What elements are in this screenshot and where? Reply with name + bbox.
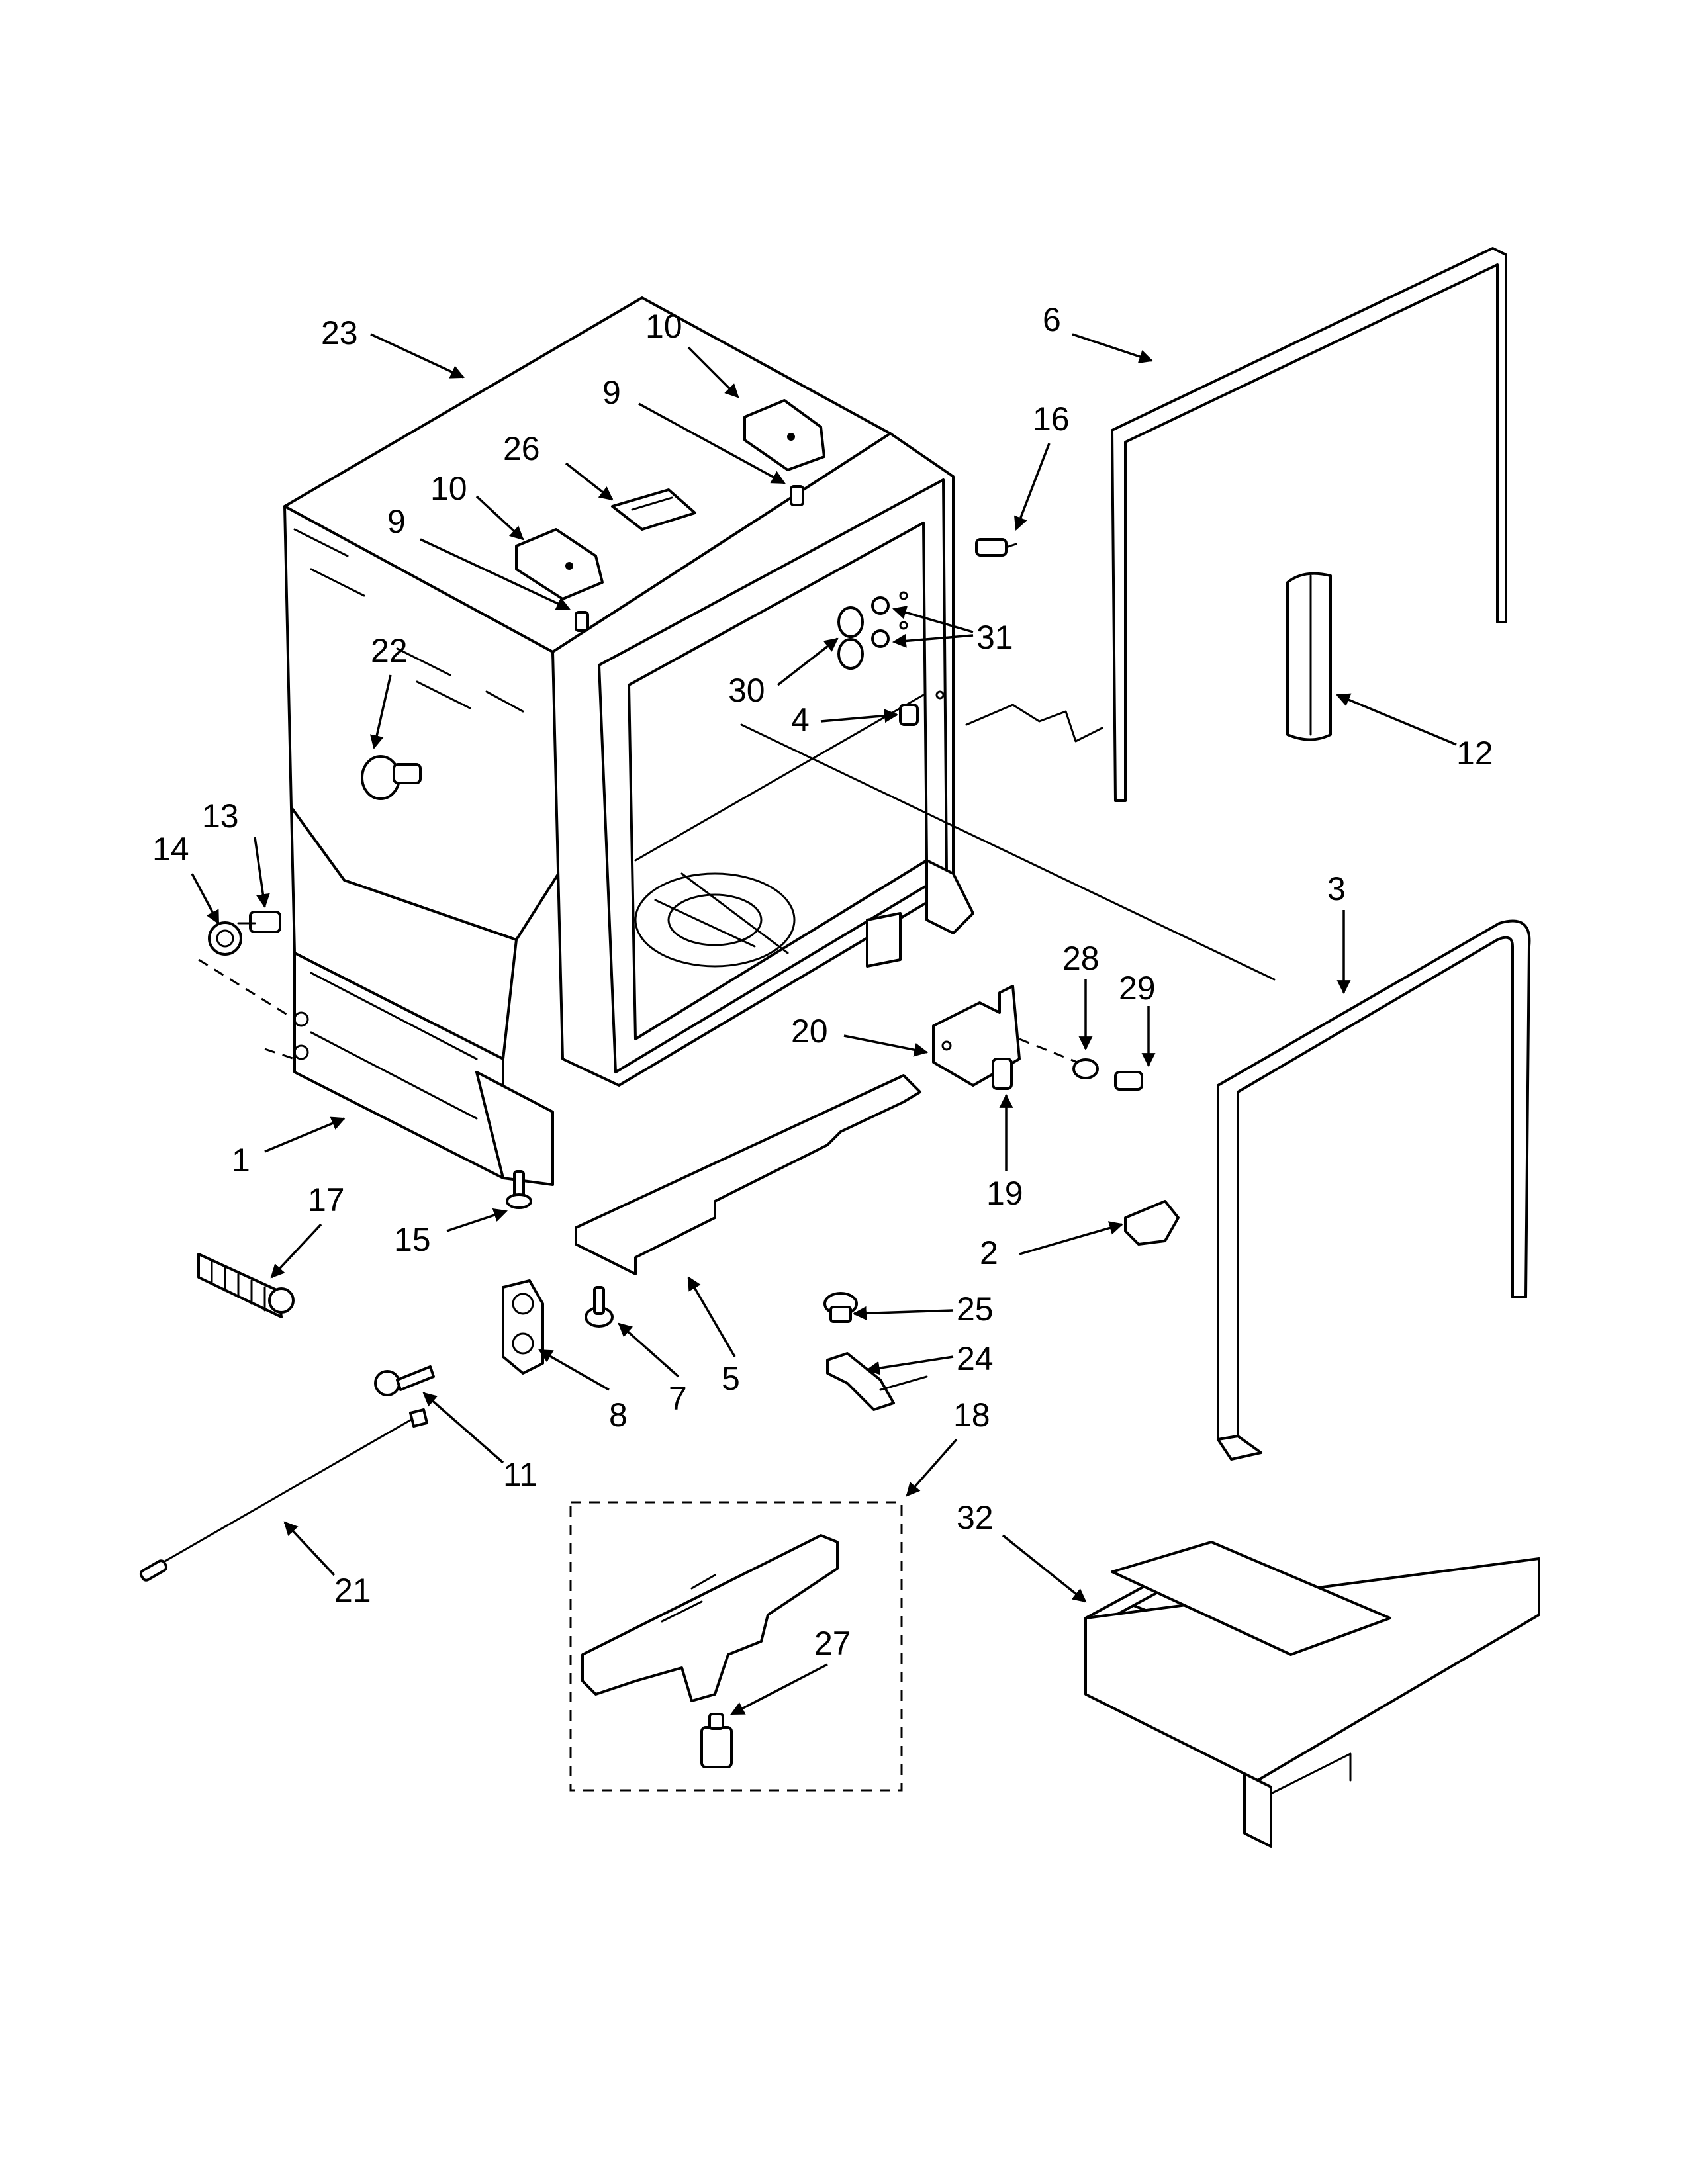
thermostat-25 bbox=[823, 1292, 858, 1323]
grommet-30 bbox=[837, 606, 864, 670]
clip-2 bbox=[1124, 1200, 1180, 1246]
door-seal-6 bbox=[1111, 247, 1507, 802]
callout-15: 15 bbox=[394, 1221, 431, 1258]
callout-26: 26 bbox=[503, 430, 540, 467]
sensor-21 bbox=[139, 1408, 428, 1582]
callout-25: 25 bbox=[957, 1291, 994, 1328]
callout-32: 32 bbox=[957, 1499, 994, 1536]
callout-19: 19 bbox=[986, 1175, 1023, 1212]
callout-14: 14 bbox=[152, 831, 189, 868]
leader-lines bbox=[191, 333, 1457, 1715]
leveling-wheel bbox=[208, 921, 242, 956]
foot-7 bbox=[585, 1286, 614, 1328]
callout-11: 11 bbox=[503, 1456, 538, 1493]
screw-left bbox=[575, 611, 589, 632]
clip-26 bbox=[611, 488, 696, 531]
guide-line bbox=[740, 723, 1276, 981]
callout-4: 4 bbox=[791, 702, 810, 739]
break-line bbox=[965, 704, 1103, 743]
callout-21: 21 bbox=[334, 1572, 371, 1609]
callout-3: 3 bbox=[1327, 870, 1346, 907]
callout-22: 22 bbox=[371, 632, 408, 669]
plug-button bbox=[361, 755, 422, 800]
tube-12 bbox=[1286, 572, 1332, 741]
bracket-24 bbox=[826, 1352, 928, 1411]
callout-18: 18 bbox=[953, 1396, 990, 1433]
callout-10-right: 10 bbox=[645, 308, 682, 345]
tub-gasket-3 bbox=[1217, 919, 1531, 1461]
part-27 bbox=[700, 1713, 733, 1768]
screw-11 bbox=[374, 1365, 435, 1396]
screw-29 bbox=[1114, 1071, 1143, 1091]
callout-17: 17 bbox=[308, 1181, 345, 1218]
callout-10-left: 10 bbox=[430, 470, 467, 507]
callout-23: 23 bbox=[321, 314, 358, 351]
washer-28 bbox=[1072, 1058, 1099, 1079]
callout-13: 13 bbox=[202, 797, 239, 835]
callout-24: 24 bbox=[957, 1340, 994, 1377]
heat-shield-5 bbox=[575, 1074, 921, 1275]
callout-29: 29 bbox=[1119, 970, 1156, 1007]
insulation-32 bbox=[1084, 1541, 1540, 1848]
callout-16: 16 bbox=[1033, 400, 1070, 437]
callout-5: 5 bbox=[722, 1360, 740, 1397]
vent-nozzle-4 bbox=[899, 690, 945, 726]
standoff-15 bbox=[506, 1170, 532, 1209]
callout-20: 20 bbox=[791, 1013, 828, 1050]
callout-2: 2 bbox=[980, 1234, 998, 1271]
screw-16 bbox=[975, 538, 1017, 557]
callout-8: 8 bbox=[609, 1396, 628, 1433]
callout-31: 31 bbox=[976, 619, 1013, 656]
callout-27: 27 bbox=[814, 1625, 851, 1662]
callout-1: 1 bbox=[232, 1142, 250, 1179]
dashed-guide-20 bbox=[1019, 1038, 1086, 1067]
grommets-31 bbox=[871, 591, 908, 648]
tub-assembly bbox=[283, 296, 974, 1186]
screw-right bbox=[790, 485, 804, 506]
spring-17 bbox=[197, 1253, 295, 1318]
screw-19 bbox=[992, 1058, 1013, 1090]
callout-12: 12 bbox=[1456, 735, 1493, 772]
dashed-guide-1 bbox=[264, 1048, 295, 1060]
hinge-bracket-right bbox=[743, 399, 825, 471]
callout-6: 6 bbox=[1043, 301, 1061, 338]
box-18 bbox=[569, 1501, 903, 1792]
leveling-screw bbox=[237, 911, 281, 933]
callout-labels: 1 2 3 4 5 6 7 8 9 9 10 10 11 12 13 14 15… bbox=[152, 301, 1493, 1662]
callout-7: 7 bbox=[669, 1380, 687, 1417]
hinge-bracket-left bbox=[515, 528, 604, 600]
callout-9-left: 9 bbox=[387, 503, 406, 540]
callout-28: 28 bbox=[1062, 940, 1100, 977]
callout-9-right: 9 bbox=[602, 374, 621, 411]
callout-30: 30 bbox=[728, 672, 765, 709]
bracket-8 bbox=[502, 1279, 544, 1375]
dashed-guide-14 bbox=[198, 958, 295, 1021]
